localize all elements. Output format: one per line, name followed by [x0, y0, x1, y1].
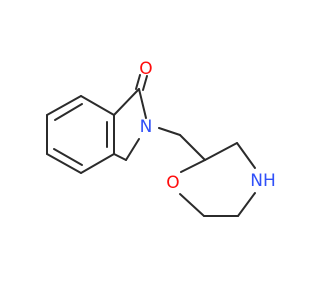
bond — [179, 193, 205, 217]
bond — [179, 134, 206, 161]
carbonyl-oxygen-text: O — [139, 59, 152, 79]
benzene-ring — [46, 95, 115, 174]
bond — [237, 192, 256, 217]
double-bond-inner — [54, 103, 83, 121]
double-bond-inner — [53, 148, 83, 166]
bond — [158, 127, 181, 136]
bond — [113, 88, 140, 116]
carbonyl-bond — [135, 74, 148, 91]
bond — [46, 95, 82, 116]
bond — [236, 142, 256, 169]
bond — [46, 153, 82, 174]
bond — [142, 75, 148, 91]
structure-canvas: O N O NH — [46, 59, 276, 217]
bond — [125, 138, 140, 161]
lactam-nitrogen-text: N — [140, 117, 153, 137]
bond — [80, 153, 115, 174]
morpholine-ring — [179, 142, 256, 217]
carbonyl-oxygen-label: O — [139, 59, 152, 79]
lactam-nitrogen-label: N — [140, 117, 153, 137]
bond — [135, 74, 141, 90]
ring-nitrogen-label: NH — [250, 171, 276, 191]
lactam-ring — [113, 88, 147, 161]
bond — [80, 95, 115, 116]
bond — [204, 142, 238, 161]
ring-oxygen-text: O — [166, 173, 179, 193]
bond — [138, 88, 147, 119]
ring-nitrogen-text: NH — [250, 171, 276, 191]
atom-labels: O N O NH — [139, 59, 275, 193]
molecule-diagram: O N O NH — [46, 59, 276, 217]
linker — [158, 127, 206, 161]
ring-oxygen-label: O — [166, 173, 179, 193]
bond — [113, 153, 127, 161]
bond — [180, 159, 206, 173]
